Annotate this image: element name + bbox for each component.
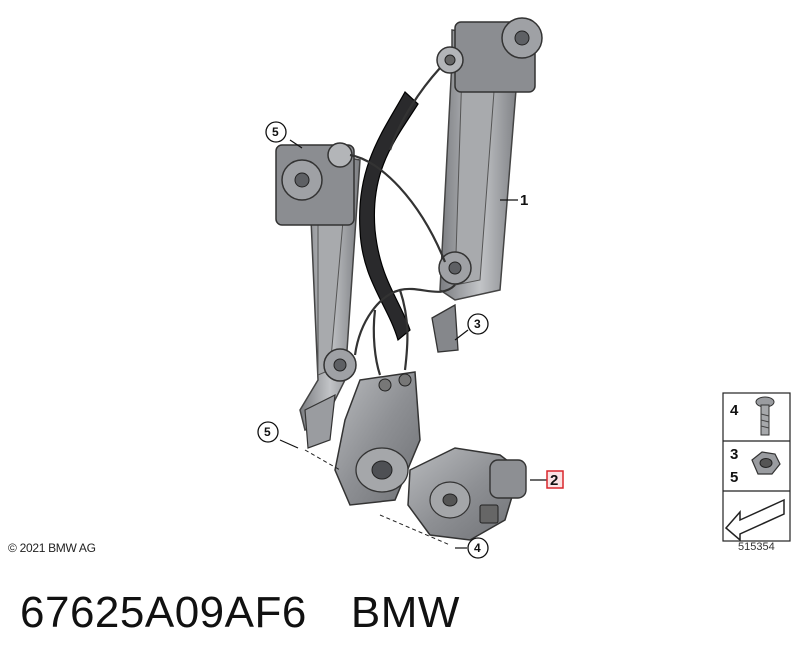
nut-icon — [751, 451, 781, 475]
arrow-icon — [724, 498, 785, 542]
part-number: 67625A09AF6 — [20, 588, 307, 637]
callout-1: 1 — [520, 192, 528, 209]
window-motor — [407, 447, 527, 541]
callout-4-label: 4 — [474, 541, 481, 555]
right-guide-rail — [439, 29, 521, 301]
mounting-lines — [304, 449, 451, 546]
callout-5-bottom: 5 — [257, 421, 279, 443]
callout-4: 4 — [467, 537, 489, 559]
right-lower-slider — [431, 251, 472, 353]
cable-drum-housing — [334, 371, 421, 506]
footer-caption: 67625A09AF6 BMW — [20, 588, 460, 638]
right-upper-pulley — [436, 17, 543, 93]
callout-2: 2 — [546, 470, 564, 489]
cables — [349, 67, 456, 376]
parts-legend: 4 3 5 — [722, 392, 791, 542]
brand-name: BMW — [350, 588, 460, 637]
legend-item-4: 4 — [730, 402, 739, 419]
callout-5-bottom-label: 5 — [264, 425, 271, 439]
diagram-number: 515354 — [738, 541, 775, 553]
window-regulator-diagram: 1 2 3 4 5 5 4 3 5 — [257, 17, 791, 559]
left-upper-pulley — [275, 142, 355, 226]
legend-item-5: 5 — [730, 469, 738, 486]
bolt-icon — [755, 396, 775, 436]
seal-channel — [359, 91, 419, 342]
callout-5-top-label: 5 — [272, 125, 279, 139]
callout-2-label: 2 — [550, 472, 558, 489]
callout-5-top: 5 — [265, 121, 287, 143]
callout-3: 3 — [467, 313, 489, 335]
copyright-text: © 2021 BMW AG — [8, 541, 96, 555]
left-lower-slider — [323, 348, 357, 382]
leader-lines — [279, 139, 547, 549]
legend-item-3: 3 — [730, 446, 738, 463]
callout-3-label: 3 — [474, 317, 481, 331]
